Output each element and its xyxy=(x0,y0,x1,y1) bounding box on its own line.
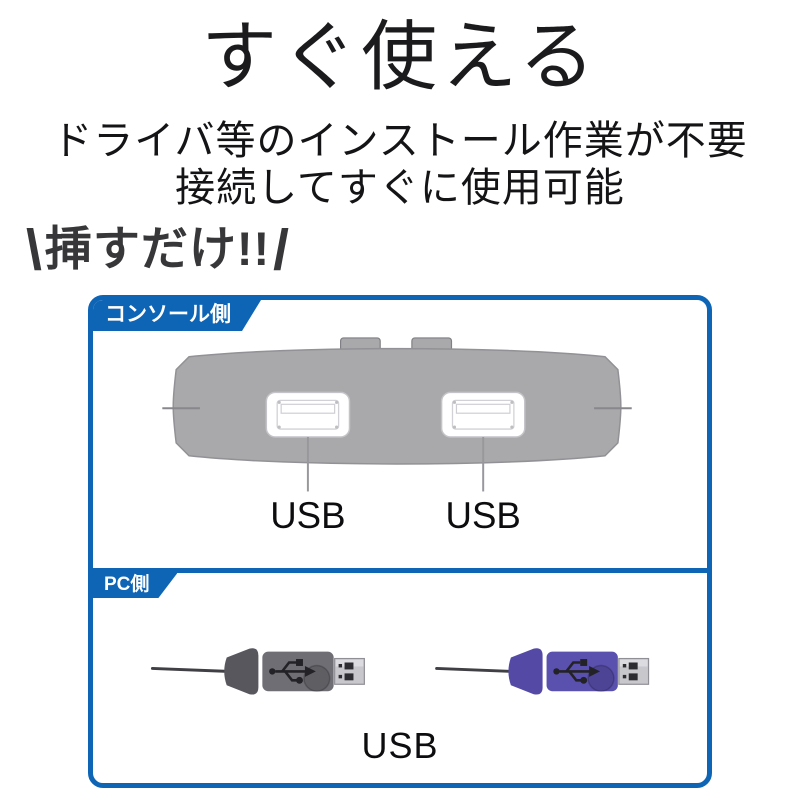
device-body xyxy=(172,347,622,465)
tagline-right-slash: / xyxy=(273,218,289,282)
usb-plugs-illustration xyxy=(150,646,651,697)
page-title: すぐ使える xyxy=(201,15,599,100)
pc-side-tab: PC側 xyxy=(93,573,177,598)
subtitle-line-1: ドライバ等のインストール作業が不要 xyxy=(52,119,748,163)
usb-port-icon xyxy=(440,391,526,438)
console-side-tab-label: コンソール側 xyxy=(105,303,231,326)
tagline: \ 挿すだけ!! / xyxy=(26,218,289,282)
console-section: コンソール側 xyxy=(93,300,707,568)
usb-plug-gray-icon xyxy=(150,646,366,697)
pc-side-tab-label: PC側 xyxy=(104,574,150,595)
usb-plug-purple-icon xyxy=(435,646,651,697)
kvm-switch-illustration: USB USB xyxy=(162,337,632,536)
console-side-tab: コンソール側 xyxy=(93,300,261,331)
subtitle: ドライバ等のインストール作業が不要 接続してすぐに使用可能 xyxy=(0,118,800,212)
tagline-text: 挿すだけ!! xyxy=(44,221,271,275)
tagline-left-slash: \ xyxy=(26,218,42,282)
usb-port-icon xyxy=(265,391,351,438)
usb-port-label: USB xyxy=(270,495,345,536)
pc-section: PC側 xyxy=(93,573,707,783)
section-divider xyxy=(93,568,707,573)
subtitle-line-2: 接続してすぐに使用可能 xyxy=(175,165,625,210)
usb-port-label: USB xyxy=(446,495,521,536)
connection-diagram-panel: コンソール側 xyxy=(88,295,712,788)
usb-connector-label: USB xyxy=(361,724,439,766)
